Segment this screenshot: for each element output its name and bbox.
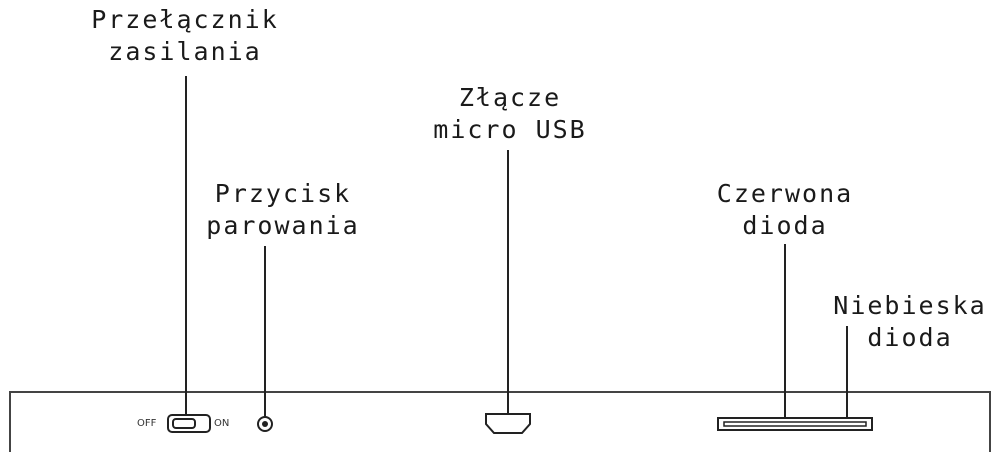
device-body-outline: [9, 391, 991, 452]
power-switch-icon: [167, 414, 211, 433]
power-switch-label-line1: Przełącznik: [91, 5, 279, 34]
red-led-label: Czerwona dioda: [690, 178, 880, 242]
blue-led-label-line2: dioda: [867, 323, 953, 352]
micro-usb-port-icon: [485, 413, 531, 434]
power-switch-label-line2: zasilania: [108, 37, 262, 66]
led-bar-icon: [717, 417, 873, 431]
pairing-button-icon: [257, 416, 273, 432]
usb-port-label-line1: Złącze: [458, 83, 562, 112]
switch-on-label: ON: [214, 418, 230, 429]
red-led-label-line1: Czerwona: [716, 179, 854, 208]
switch-off-label: OFF: [137, 418, 157, 429]
pairing-button-label: Przycisk parowania: [198, 178, 368, 242]
usb-port-label-line2: micro USB: [433, 115, 587, 144]
power-switch-label: Przełącznik zasilania: [85, 4, 285, 68]
blue-led-label-line1: Niebieska: [833, 291, 987, 320]
usb-port-label: Złącze micro USB: [415, 82, 605, 146]
blue-led-label: Niebieska dioda: [815, 290, 1000, 354]
pairing-button-label-line2: parowania: [206, 211, 360, 240]
red-led-label-line2: dioda: [742, 211, 828, 240]
pairing-button-label-line1: Przycisk: [214, 179, 352, 208]
